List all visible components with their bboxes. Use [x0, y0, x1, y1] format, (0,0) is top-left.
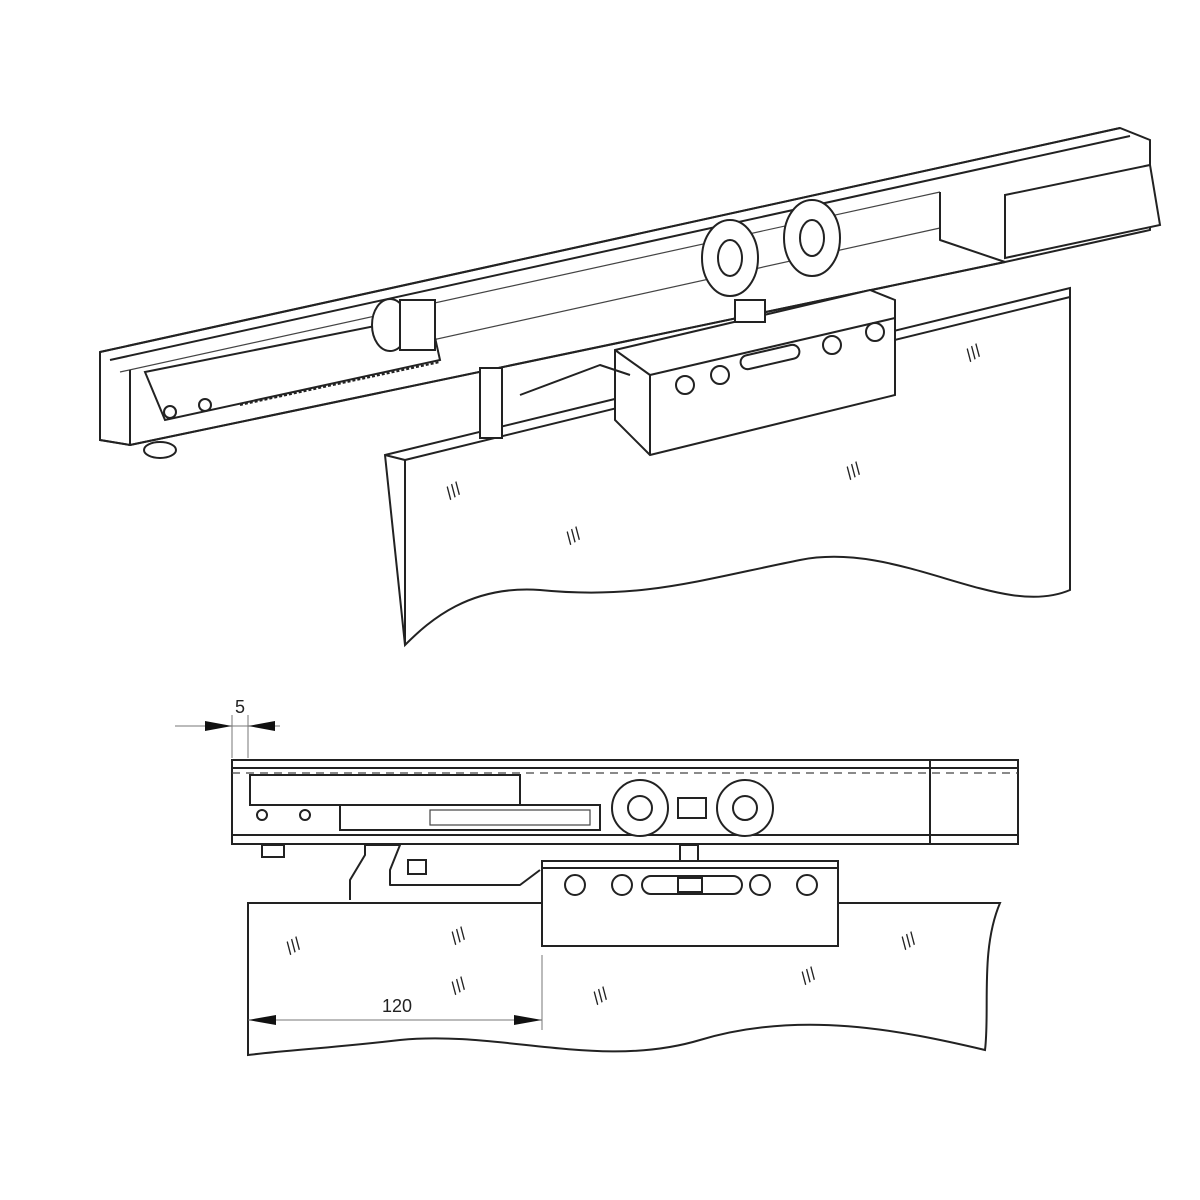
stopper	[349, 844, 541, 900]
adjust-nut-icon	[143, 441, 177, 459]
dimension-label-5: 5	[235, 697, 245, 717]
dimension-120: 120	[248, 955, 543, 1030]
dimension-label-120: 120	[382, 996, 412, 1016]
soft-close-damper	[143, 298, 442, 459]
roller-carriage	[479, 199, 896, 457]
roller-wheels	[611, 779, 774, 863]
clamp-plate	[541, 860, 839, 947]
isometric-view: /// /// /// ///	[99, 126, 1162, 648]
front-view: /// /// /// /// /// /// 5	[175, 697, 1019, 1057]
rail-section	[231, 759, 1019, 858]
dimension-5: 5	[175, 697, 280, 758]
